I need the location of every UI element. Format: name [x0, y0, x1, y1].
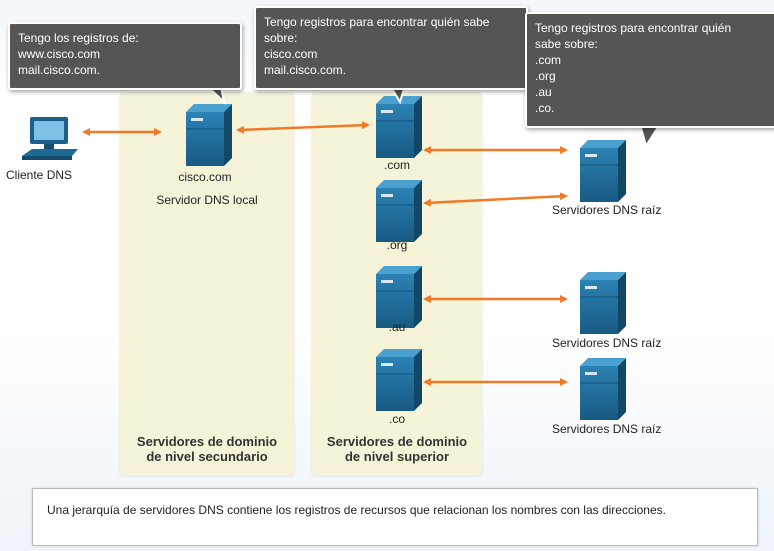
local-server-label: Servidor DNS local: [156, 193, 258, 207]
caption-box: Una jerarquía de servidores DNS contiene…: [32, 488, 758, 546]
local-records-bubble: Tengo los registros de: www.cisco.com ma…: [8, 22, 242, 90]
arrow-org-root: [423, 192, 568, 207]
co-server-icon: [376, 349, 422, 411]
client-computer-icon: [22, 117, 78, 160]
tld-label-co: .co: [388, 412, 405, 426]
au-server-icon: [376, 266, 422, 328]
org-server-icon: [376, 180, 422, 242]
local-server-icon: [186, 104, 232, 166]
secondary-level-label-line1: Servidores de dominio: [136, 434, 278, 449]
root-server-icon-2: [580, 272, 626, 334]
root-server-icon-1: [580, 140, 626, 202]
tld-label-com: .com: [383, 158, 410, 172]
client-label: Cliente DNS: [6, 168, 73, 182]
tld-label-org: .org: [386, 238, 408, 252]
arrow-local-com: [236, 121, 370, 134]
bubble-line: cisco.com: [264, 47, 318, 61]
bubble-line: mail.cisco.com.: [18, 63, 101, 77]
root-label-2: Servidores DNS raíz: [552, 336, 662, 350]
bubble-line: sabe sobre:: [535, 37, 598, 51]
root-label-1: Servidores DNS raíz: [552, 203, 662, 217]
secondary-level-label: Servidores de dominio de nivel secundari…: [120, 434, 294, 464]
root-label-3: Servidores DNS raíz: [552, 422, 662, 436]
caption-text: Una jerarquía de servidores DNS contiene…: [47, 503, 666, 517]
local-server-name: cisco.com: [178, 170, 232, 184]
top-level-label-line2: de nivel superior: [344, 449, 450, 464]
bubble-line: mail.cisco.com.: [264, 63, 347, 77]
bubble-line: .com: [535, 53, 562, 67]
bubble-line: .co.: [535, 101, 555, 115]
top-level-label: Servidores de dominio de nivel superior: [312, 434, 482, 464]
bubble-line: sobre:: [264, 31, 298, 45]
top-level-records-bubble: Tengo registros para encontrar quién sab…: [254, 6, 528, 90]
root-server-icon-3: [580, 358, 626, 420]
top-level-label-line1: Servidores de dominio: [326, 434, 468, 449]
bubble-line: .org: [535, 69, 556, 83]
com-server-icon: [376, 96, 422, 158]
tld-label-au: .au: [388, 320, 406, 334]
bubble-line: Tengo los registros de:: [18, 31, 139, 45]
root-records-bubble: Tengo registros para encontrar quién sab…: [525, 12, 774, 128]
secondary-level-label-line2: de nivel secundario: [146, 449, 268, 464]
bubble-line: .au: [535, 85, 552, 99]
bubble-line: Tengo registros para encontrar quién sab…: [264, 15, 490, 29]
bubble-line: Tengo registros para encontrar quién: [535, 21, 732, 35]
bubble-line: www.cisco.com: [18, 47, 101, 61]
